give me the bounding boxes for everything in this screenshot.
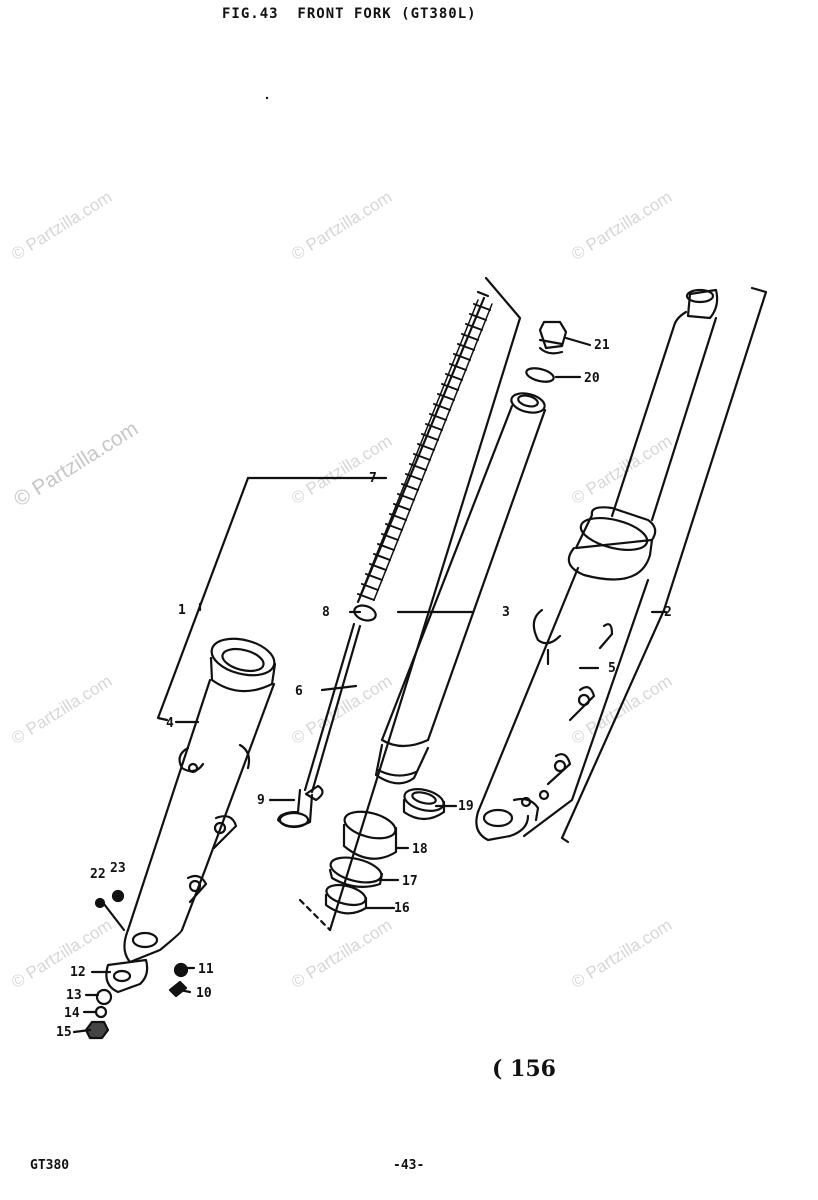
callout-10: 10 (196, 986, 212, 1001)
callout-17: 17 (402, 874, 418, 889)
callout-5: 5 (608, 661, 616, 676)
callout-7: 7 (369, 471, 377, 486)
callout-1: 1 (178, 603, 186, 618)
callout-3: 3 (502, 605, 510, 620)
inner-tube (374, 392, 547, 785)
spacer (353, 604, 377, 622)
callout-4: 4 (166, 716, 174, 731)
oil-seal-18 (343, 810, 397, 840)
damper-rod (303, 622, 362, 794)
callout-6: 6 (295, 684, 303, 699)
callout-19: 19 (458, 799, 474, 814)
fork-cap-bolt (538, 320, 568, 350)
footer-page: -43- (393, 1158, 425, 1173)
figure-title: FIG.43 FRONT FORK (GT380L) (222, 6, 477, 22)
callout-15: 15 (56, 1025, 72, 1040)
cup-16 (325, 883, 367, 907)
seal-19 (403, 788, 445, 812)
outer-tube-left (84, 637, 277, 1040)
callout-11: 11 (198, 962, 214, 977)
o-ring (525, 367, 555, 383)
callout-14: 14 (64, 1006, 80, 1021)
callout-12: 12 (70, 965, 86, 980)
page-number: ( 156 (492, 1056, 556, 1082)
complete-fork-right (475, 288, 719, 842)
callout-16: 16 (394, 901, 410, 916)
callout-2: 2 (664, 605, 672, 620)
callout-23: 23 (110, 861, 126, 876)
callout-20: 20 (584, 371, 600, 386)
callout-22: 22 (90, 867, 106, 882)
callout-21: 21 (594, 338, 610, 353)
fork-spring (356, 290, 493, 604)
callout-13: 13 (66, 988, 82, 1003)
callout-9: 9 (257, 793, 265, 808)
callout-18: 18 (412, 842, 428, 857)
callout-8: 8 (322, 605, 330, 620)
footer-model: GT380 (30, 1158, 70, 1173)
